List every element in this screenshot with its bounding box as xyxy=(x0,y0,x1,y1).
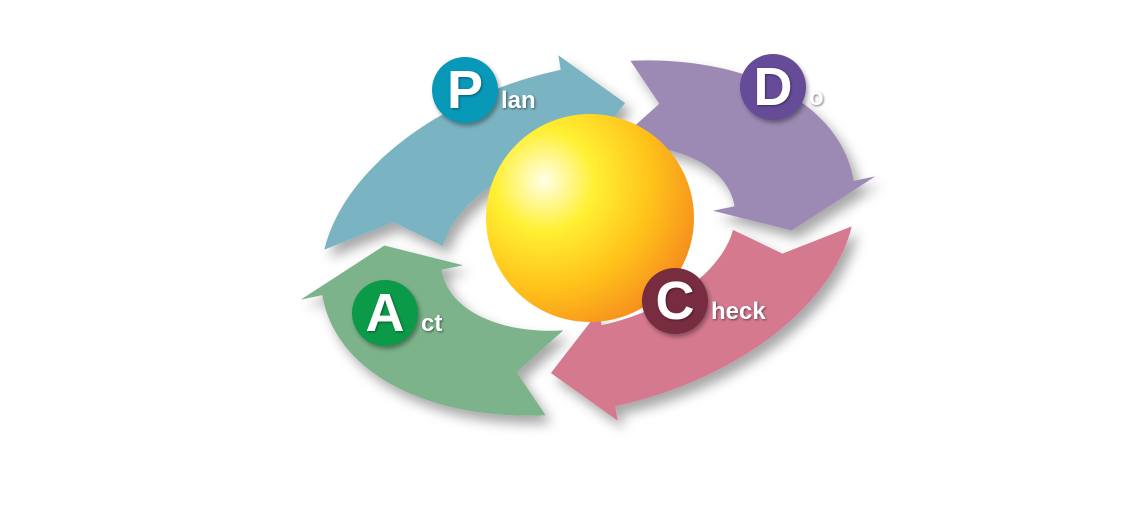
badge-check: C heck xyxy=(642,268,766,334)
plan-rest: lan xyxy=(501,87,536,114)
do-circle: D xyxy=(740,54,806,120)
plan-arrow-segment xyxy=(324,55,626,250)
check-arrow-segment xyxy=(550,226,852,421)
badge-act: A ct xyxy=(352,280,442,346)
do-initial: D xyxy=(753,57,793,117)
badge-plan: P lan xyxy=(432,57,536,123)
do-rest: o xyxy=(809,84,824,111)
badge-do: D o xyxy=(740,54,824,120)
act-initial: A xyxy=(365,283,405,343)
plan-initial: P xyxy=(446,60,484,120)
act-circle: A xyxy=(352,280,418,346)
check-rest: heck xyxy=(711,298,766,325)
plan-circle: P xyxy=(432,57,498,123)
act-rest: ct xyxy=(421,310,443,337)
do-arrow-segment xyxy=(612,60,876,231)
check-initial: C xyxy=(655,271,695,331)
check-circle: C xyxy=(642,268,708,334)
cycle-arrows xyxy=(300,55,876,421)
center-sphere xyxy=(486,114,694,322)
